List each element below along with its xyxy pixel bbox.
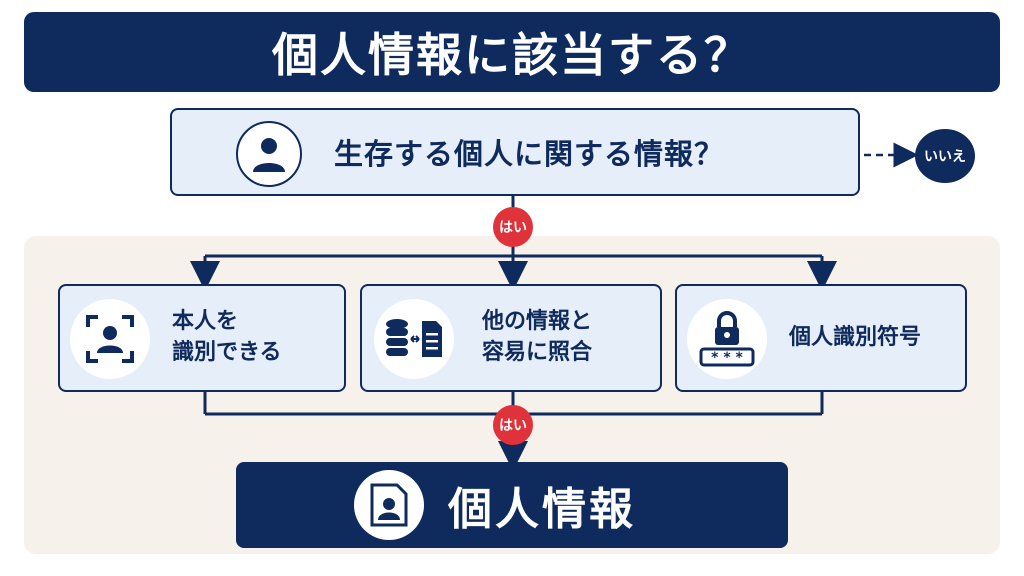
yes-badge: はい <box>493 405 533 445</box>
person-icon <box>253 138 285 172</box>
criterion-card-cross-reference: 他の情報と 容易に照合 <box>360 284 662 392</box>
criterion-text: 個人識別符号 <box>789 286 921 390</box>
criterion-line-1: 個人識別符号 <box>789 324 922 350</box>
criterion-card-identify: 本人を 識別できる <box>58 284 346 392</box>
criterion-icon-circle <box>70 299 150 379</box>
criterion-line-1: 他の情報と <box>482 309 593 335</box>
criterion-line-2: 識別できる <box>172 340 282 365</box>
lock-password-icon: * * * <box>699 311 755 367</box>
criterion-line-1: 本人を <box>172 309 239 335</box>
criterion-icon-circle: * * * <box>687 299 767 379</box>
result-box: 個人情報 <box>236 462 788 548</box>
criterion-text: 本人を 識別できる <box>172 286 282 390</box>
question-text: 生存する個人に関する情報？ <box>334 137 725 171</box>
svg-text:* * *: * * * <box>711 350 743 366</box>
no-badge: いいえ <box>915 129 975 183</box>
title-banner: 個人情報に該当する？ <box>24 12 1000 92</box>
question-box: 生存する個人に関する情報？ <box>170 108 860 196</box>
result-icon-circle <box>354 470 424 540</box>
face-recognition-icon <box>86 315 134 363</box>
id-document-icon <box>370 483 408 527</box>
question-icon-circle <box>236 121 302 187</box>
criterion-card-identifier-code: * * * 個人識別符号 <box>675 284 967 392</box>
result-label: 個人情報 <box>448 484 636 535</box>
criterion-text: 他の情報と 容易に照合 <box>482 286 592 390</box>
yes-badge: はい <box>493 207 533 247</box>
database-document-icon <box>386 319 442 357</box>
page-title: 個人情報に該当する？ <box>272 28 752 82</box>
criterion-icon-circle <box>374 299 454 379</box>
criterion-line-2: 容易に照合 <box>482 340 593 365</box>
